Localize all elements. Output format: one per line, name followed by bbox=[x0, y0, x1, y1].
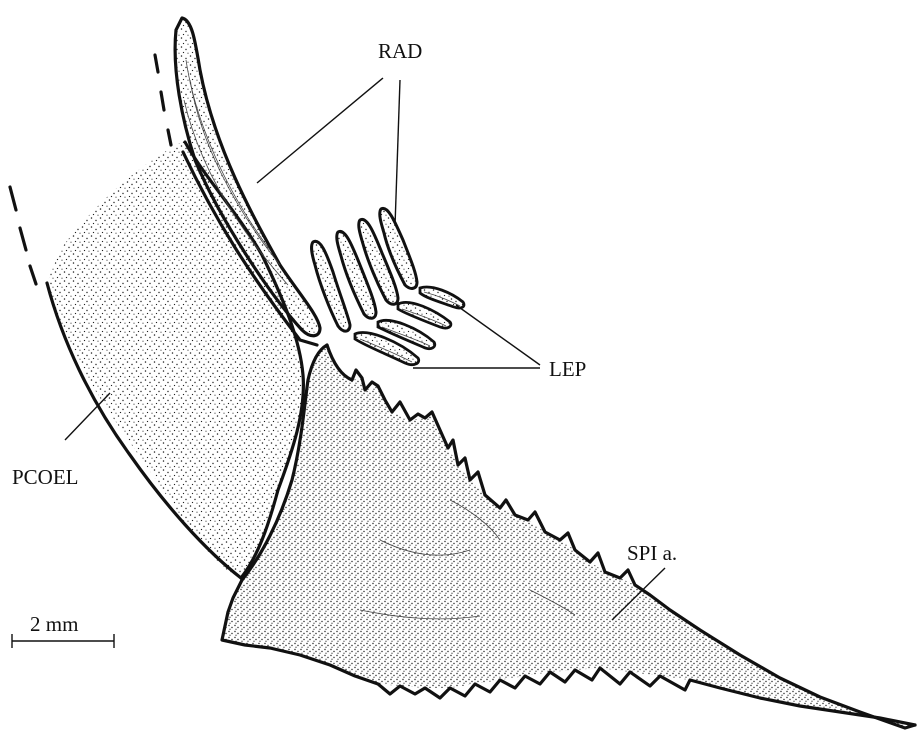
pcoel-bone bbox=[10, 55, 303, 578]
label-pcoel: PCOEL bbox=[12, 465, 79, 489]
label-rad: RAD bbox=[378, 39, 422, 63]
label-lep: LEP bbox=[549, 357, 586, 381]
lepidotrichia bbox=[355, 287, 540, 368]
scale-bar-label: 2 mm bbox=[30, 612, 78, 636]
spine-bone bbox=[222, 345, 915, 728]
scale-bar: 2 mm bbox=[12, 612, 114, 648]
label-spi: SPI a. bbox=[627, 541, 677, 565]
